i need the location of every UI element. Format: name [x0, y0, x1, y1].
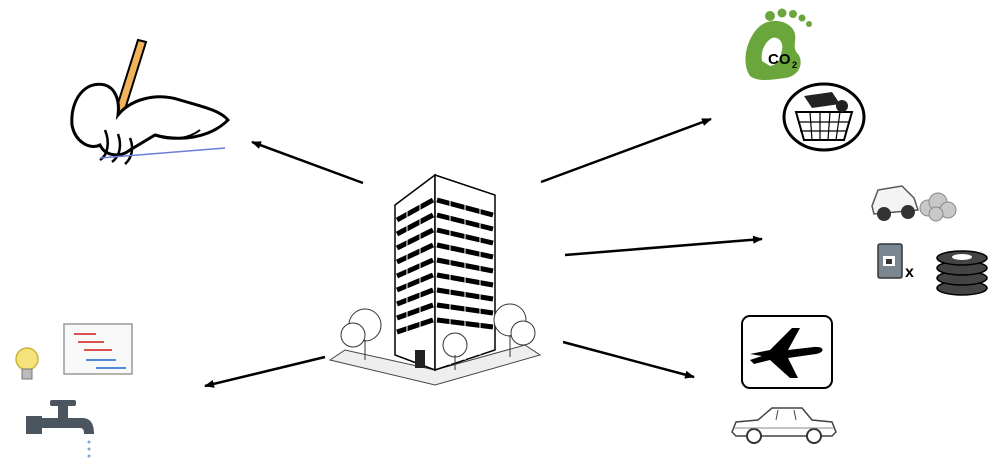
- exhaust-car-icon: [868, 176, 958, 226]
- co2-label: CO: [768, 51, 791, 68]
- light-bulb-icon: [12, 344, 42, 388]
- arrow-to-travel: [562, 340, 695, 379]
- hand-writing-pencil-icon: [60, 30, 230, 170]
- oil-can-mark: x: [905, 264, 914, 280]
- classic-car-icon: [728, 398, 840, 448]
- arrow-to-writing: [251, 140, 364, 185]
- oil-can-icon: x: [876, 242, 920, 280]
- arrow-to-vehicle-waste: [564, 235, 763, 257]
- shopping-basket-icon: [782, 82, 866, 152]
- co2-footprint-icon: CO 2: [740, 6, 830, 82]
- office-building-icon: [325, 165, 545, 390]
- airplane-icon: [740, 314, 834, 390]
- radiator-heating-icon: [56, 318, 140, 384]
- arrow-to-energy-water: [204, 355, 326, 388]
- water-tap-icon: [26, 398, 102, 460]
- tire-stack-icon: [934, 248, 990, 296]
- co2-subscript: 2: [792, 60, 797, 70]
- arrow-to-carbon-shopping: [540, 117, 712, 184]
